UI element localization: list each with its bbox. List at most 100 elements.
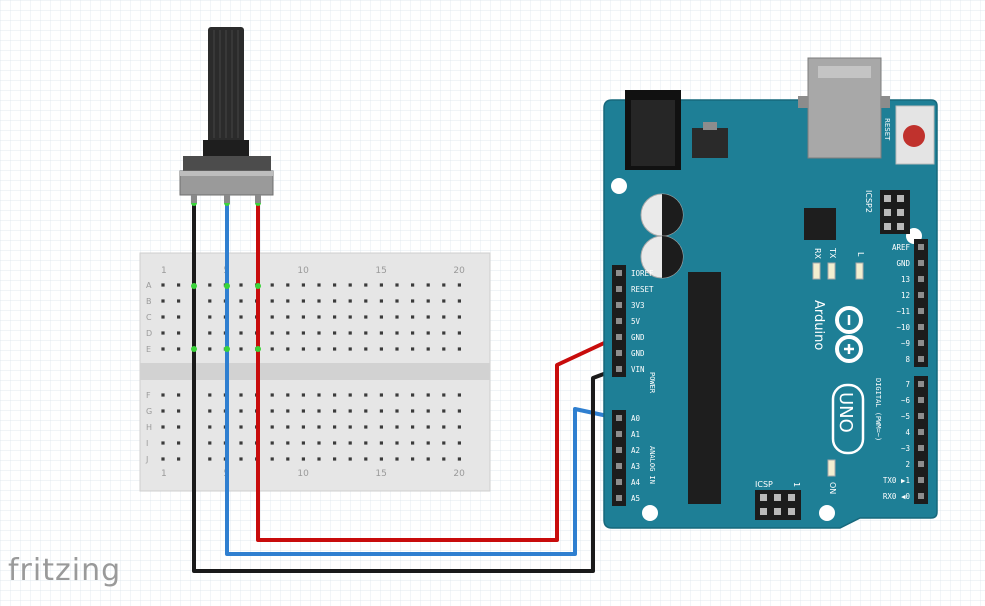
atmega-chip <box>688 272 721 504</box>
header-pin[interactable] <box>918 324 924 330</box>
breadboard-row-label: I <box>146 439 148 448</box>
breadboard-hole <box>348 441 352 445</box>
header-pin[interactable] <box>918 429 924 435</box>
icsp2-label: ICSP2 <box>864 190 873 213</box>
header-pin[interactable] <box>616 415 622 421</box>
breadboard-hole <box>364 409 368 413</box>
ground-wire[interactable] <box>192 197 618 573</box>
signal-wire[interactable] <box>225 197 618 556</box>
breadboard-column-label: 20 <box>453 469 465 479</box>
model-label: UNO <box>835 392 856 433</box>
breadboard-hole <box>317 283 321 287</box>
header-pin[interactable] <box>616 334 622 340</box>
header-pin[interactable] <box>918 397 924 403</box>
header-pin[interactable] <box>918 445 924 451</box>
breadboard-column-label: 20 <box>453 266 465 276</box>
pin-label: 7 <box>905 380 910 389</box>
analog-section-label: ANALOG IN <box>648 446 656 484</box>
header-pin[interactable] <box>918 413 924 419</box>
digital-low-header <box>914 376 928 504</box>
voltage-regulator <box>692 128 728 158</box>
breadboard-hole <box>411 425 415 429</box>
breadboard-hole <box>379 393 383 397</box>
breadboard-hole <box>457 347 461 351</box>
header-pin[interactable] <box>616 302 622 308</box>
pin-label: TX0 ▶1 <box>883 476 910 485</box>
header-pin[interactable] <box>616 447 622 453</box>
breadboard-hole <box>457 393 461 397</box>
breadboard-hole <box>333 331 337 335</box>
breadboard-hole <box>301 331 305 335</box>
header-pin[interactable] <box>918 308 924 314</box>
potentiometer[interactable] <box>179 27 274 203</box>
breadboard-hole <box>286 393 290 397</box>
header-pin[interactable] <box>918 381 924 387</box>
power-wire[interactable] <box>256 197 618 542</box>
breadboard-hole <box>364 425 368 429</box>
icsp-pin1-label: 1 <box>792 482 801 487</box>
header-pin[interactable] <box>616 479 622 485</box>
breadboard-hole <box>239 457 243 461</box>
breadboard-hole <box>239 315 243 319</box>
breadboard-hole <box>333 457 337 461</box>
breadboard-hole <box>379 457 383 461</box>
reset-label: RESET <box>883 118 891 141</box>
header-pin[interactable] <box>918 260 924 266</box>
header-pin[interactable] <box>918 244 924 250</box>
breadboard-hole <box>348 409 352 413</box>
pin-label: 3V3 <box>631 301 645 310</box>
breadboard-hole <box>177 393 181 397</box>
breadboard-hole <box>270 347 274 351</box>
fritzing-logo: fritzing <box>8 553 122 588</box>
breadboard-hole <box>270 315 274 319</box>
pin-label: 13 <box>901 275 910 284</box>
breadboard-hole <box>426 315 430 319</box>
pin-label: RX0 ◀0 <box>883 492 911 501</box>
pin-label: ~11 <box>896 307 910 316</box>
breadboard-hole <box>208 283 212 287</box>
header-pin[interactable] <box>918 340 924 346</box>
header-pin[interactable] <box>918 356 924 362</box>
header-pin[interactable] <box>616 318 622 324</box>
status-leds <box>812 262 864 477</box>
header-pin[interactable] <box>918 292 924 298</box>
breadboard-hole <box>239 299 243 303</box>
breadboard-hole <box>333 299 337 303</box>
header-pin[interactable] <box>616 431 622 437</box>
breadboard-hole <box>270 283 274 287</box>
breadboard-hole <box>301 441 305 445</box>
header-pin[interactable] <box>616 463 622 469</box>
breadboard-hole <box>208 331 212 335</box>
breadboard-hole <box>270 299 274 303</box>
breadboard-hole <box>208 409 212 413</box>
arduino-uno-board[interactable]: RESET ICSP2 TX RX L ON Arduino <box>603 57 938 529</box>
breadboard-hole <box>161 409 165 413</box>
breadboard-hole <box>177 441 181 445</box>
header-pin[interactable] <box>616 286 622 292</box>
breadboard-hole <box>379 283 383 287</box>
breadboard-hole <box>333 409 337 413</box>
header-pin[interactable] <box>918 276 924 282</box>
breadboard-hole <box>457 409 461 413</box>
breadboard-hole <box>348 331 352 335</box>
header-pin[interactable] <box>918 461 924 467</box>
header-pin[interactable] <box>616 270 622 276</box>
pin-label: A0 <box>631 414 641 423</box>
breadboard-hole <box>426 457 430 461</box>
breadboard-hole <box>426 299 430 303</box>
breadboard-hole <box>208 425 212 429</box>
header-pin[interactable] <box>616 350 622 356</box>
reset-button[interactable] <box>903 125 925 147</box>
header-pin[interactable] <box>918 493 924 499</box>
breadboard-hole <box>333 425 337 429</box>
breadboard-hole <box>333 441 337 445</box>
header-pin[interactable] <box>616 366 622 372</box>
breadboard-hole <box>395 315 399 319</box>
breadboard-hole <box>161 315 165 319</box>
breadboard-hole <box>395 457 399 461</box>
breadboard-hole <box>317 409 321 413</box>
header-pin[interactable] <box>918 477 924 483</box>
header-pin[interactable] <box>616 495 622 501</box>
breadboard-hole <box>286 315 290 319</box>
